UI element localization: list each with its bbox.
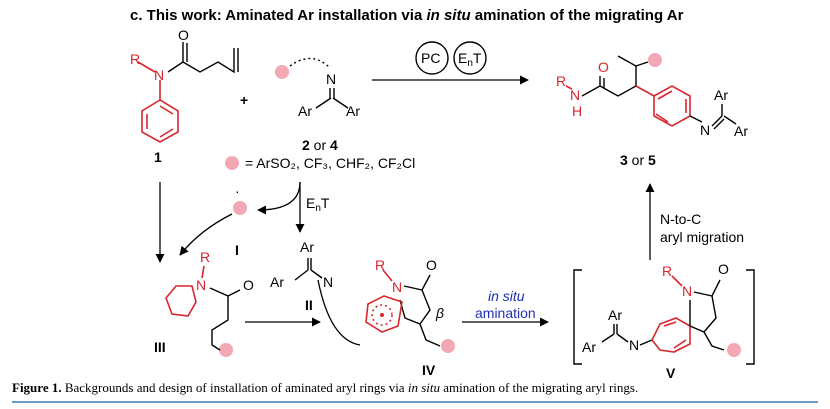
r-label: R [556, 73, 566, 89]
figure-caption: Figure 1. Backgrounds and design of inst… [12, 380, 638, 395]
o-label: O [598, 59, 609, 75]
ar-label: Ar [582, 339, 596, 355]
n-label: N [570, 87, 580, 103]
o-label: O [178, 27, 189, 43]
intermediate-V-label: V [666, 365, 676, 381]
ent-cleavage-arrow [257, 181, 301, 215]
radical-group-dot [648, 53, 662, 67]
compound-2-or-4-label: 2 or 4 [302, 137, 338, 153]
intermediate-IV-label: IV [422, 362, 436, 378]
n-label: N [196, 277, 206, 293]
beta-label: β [435, 305, 444, 321]
imine-n-label: N [700, 122, 710, 138]
radical-group-dot [727, 343, 741, 357]
ent-label: EnT [458, 50, 482, 69]
imine-n-label: N [326, 71, 336, 87]
compound-3-or-5-label: 3 or 5 [620, 152, 656, 168]
r-label: R [662, 263, 672, 279]
radical-I-dot-symbol: · [235, 183, 240, 199]
radical-attack-arrow [317, 279, 361, 346]
caption-rule [12, 401, 818, 403]
o-label: O [426, 257, 437, 273]
compound-1-label: 1 [154, 149, 162, 165]
ar-label: Ar [714, 87, 728, 103]
ar-label: Ar [734, 123, 748, 139]
migration-label-line1: N-to-C [660, 211, 701, 227]
n-label: N [392, 279, 402, 295]
r-label: R [200, 249, 210, 265]
ar-label: Ar [608, 307, 622, 323]
radical-addition-arrow [179, 213, 233, 256]
plus-sign: + [240, 92, 248, 108]
reagent-2-structure: N Ar Ar [275, 57, 360, 119]
intermediate-I-label: I [235, 242, 239, 258]
amination-label-line2: amination [475, 305, 536, 321]
migration-label-line2: aryl migration [660, 229, 744, 245]
intermediate-IV-structure: R N O β [365, 257, 455, 353]
radical-precursor-dot [275, 65, 289, 79]
r-label: R [130, 51, 140, 67]
ar-label: Ar [298, 103, 312, 119]
intermediate-V-structure: Ar Ar N R N O [573, 261, 755, 365]
imine-n-label: N [323, 274, 333, 290]
n-label: N [154, 67, 164, 83]
intermediate-II-label: II [305, 297, 313, 313]
r-label: R [375, 257, 385, 273]
scheme-title: c. This work: Aminated Ar installation v… [130, 7, 684, 24]
ar-label: Ar [346, 103, 360, 119]
radical-legend-dot [225, 156, 239, 170]
product-3-structure: R N H O N Ar Ar [556, 53, 748, 139]
n-label: N [682, 283, 692, 299]
ent-step-label: EnT [306, 195, 330, 214]
amination-label-line1: in situ [488, 288, 525, 304]
imine-n-label: N [629, 337, 639, 353]
photocatalyst-cycles: PC EnT [415, 41, 487, 75]
h-label: H [572, 103, 582, 119]
pc-label: PC [421, 50, 440, 66]
radical-group-dot [441, 339, 455, 353]
ar-label: Ar [270, 274, 284, 290]
intermediate-III-label: III [154, 339, 166, 355]
compound-1-structure: R N O [130, 27, 239, 143]
radical-definition: = ArSO₂, CF₃, CHF₂, CF₂Cl [245, 155, 415, 171]
o-label: O [718, 261, 729, 277]
o-label: O [243, 277, 254, 293]
ar-label: Ar [300, 239, 314, 255]
radical-I-dot [233, 201, 247, 215]
intermediate-III-structure: R N O [165, 249, 254, 357]
radical-group-dot [219, 343, 233, 357]
